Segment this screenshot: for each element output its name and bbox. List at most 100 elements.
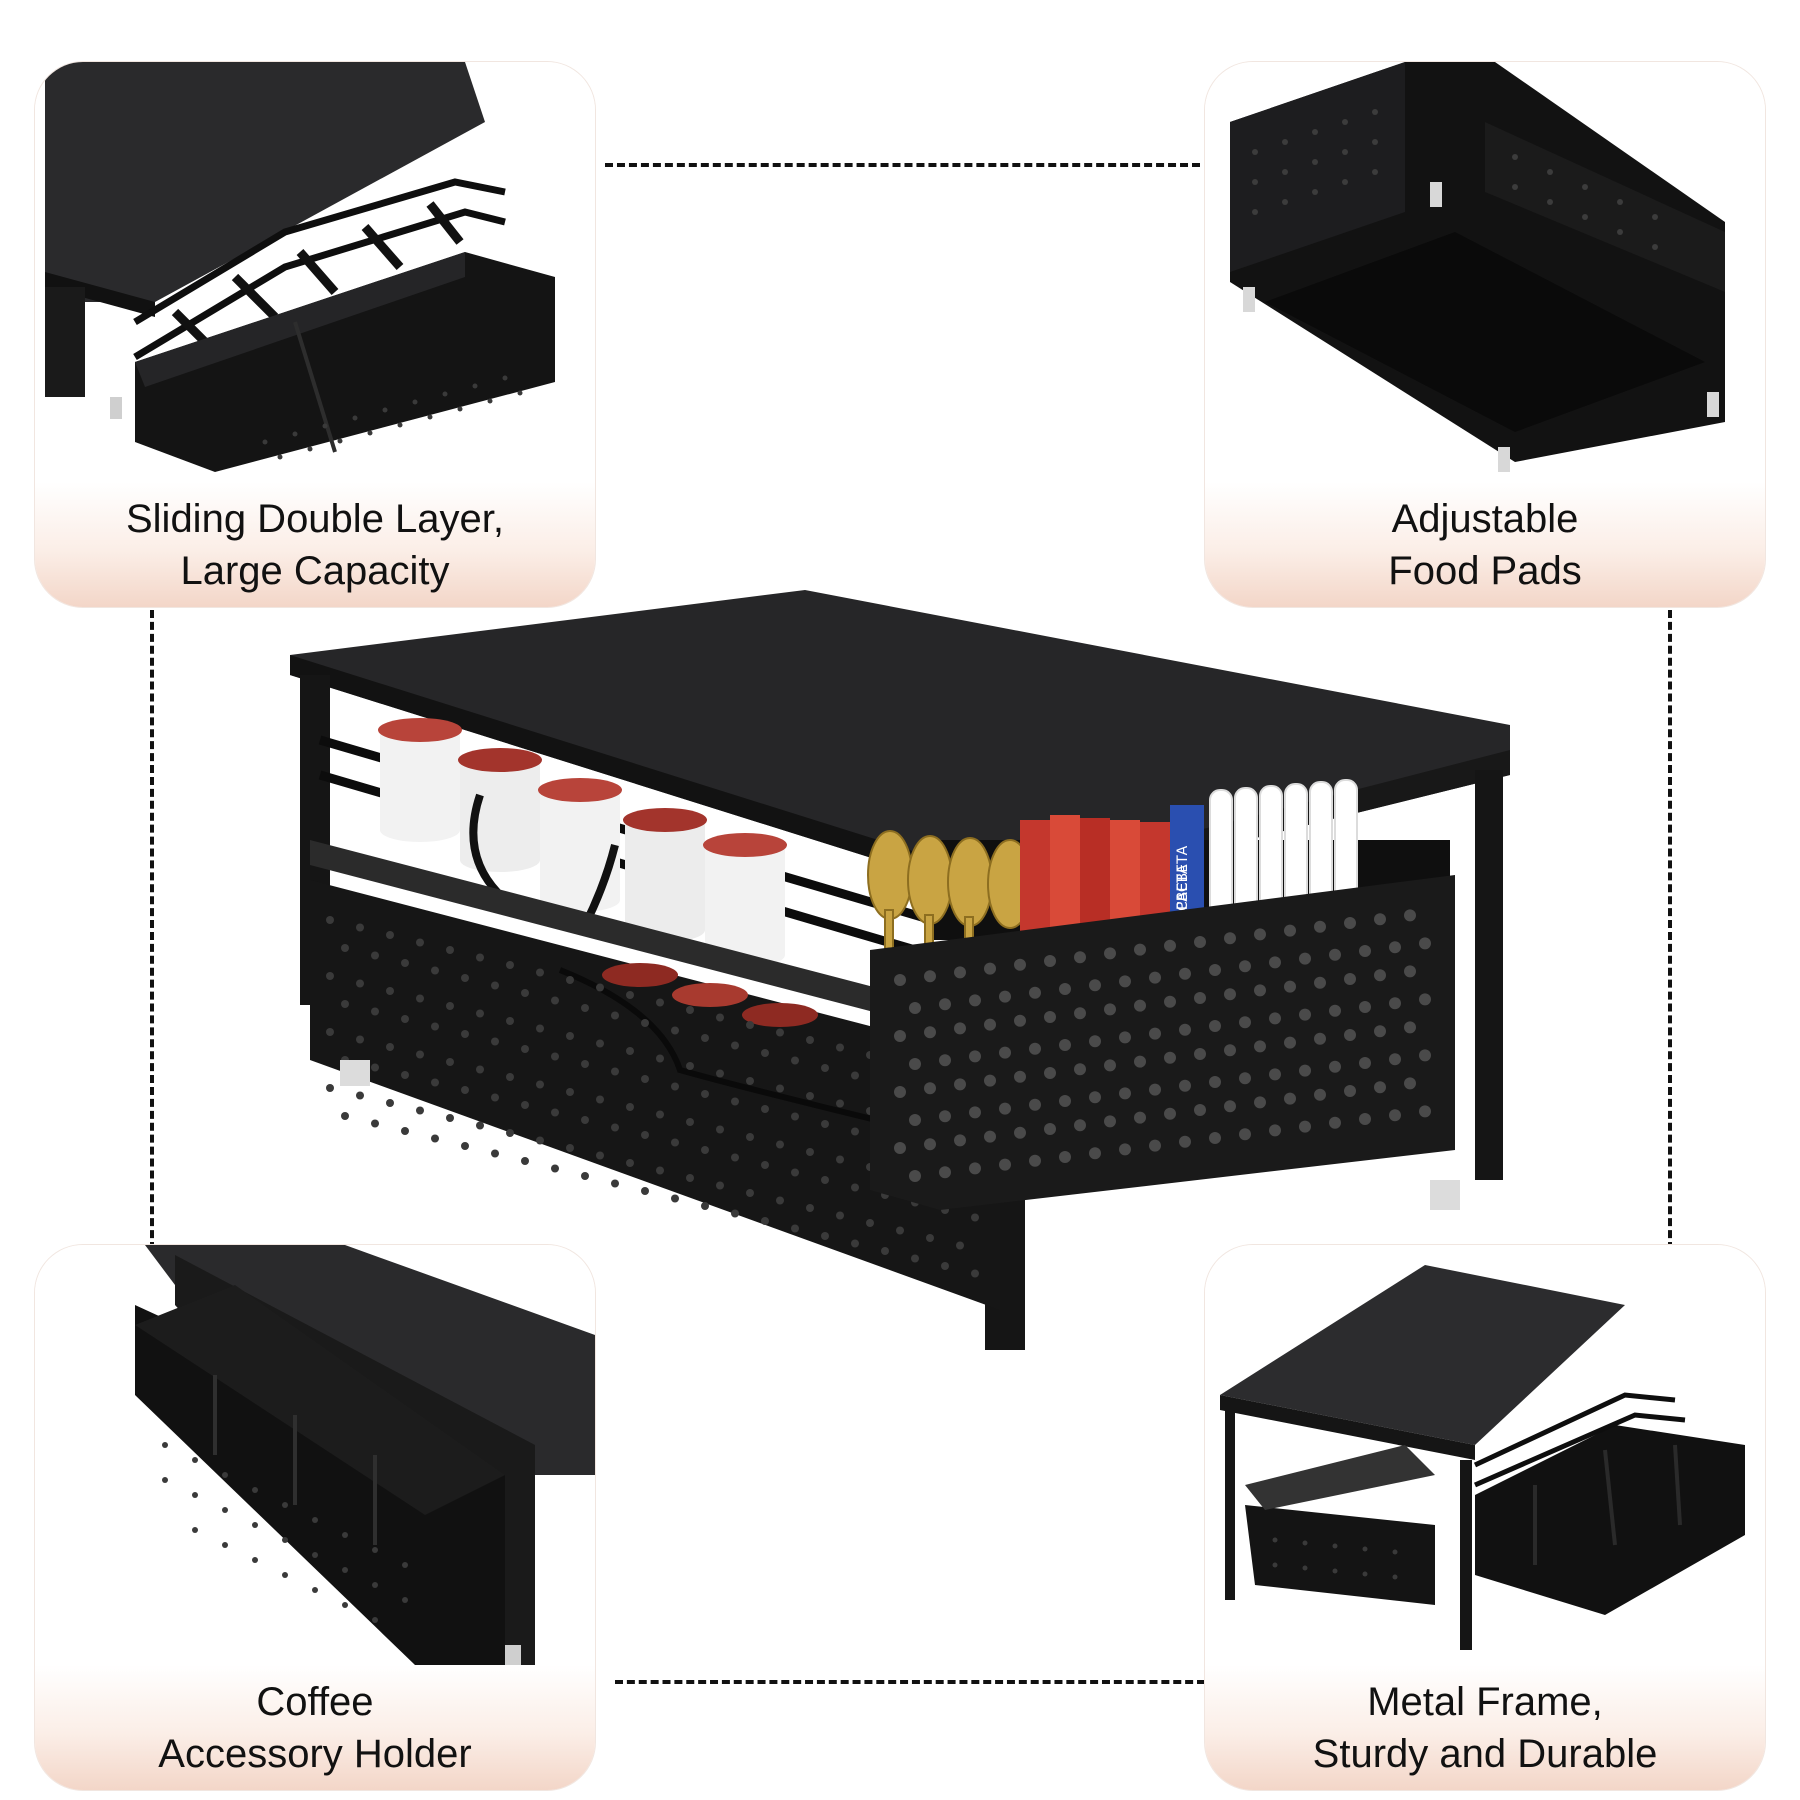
perforation-dot xyxy=(326,972,334,980)
perforation-dot xyxy=(701,1202,709,1210)
perforation-dot xyxy=(1314,920,1326,933)
perforation-dot xyxy=(1239,1072,1251,1085)
perforation-dot xyxy=(1074,1119,1086,1132)
perforation-dot xyxy=(566,976,574,984)
feature-card-adjustable-pads: Adjustable Food Pads xyxy=(1205,62,1765,607)
perforation-dot xyxy=(1284,1036,1296,1049)
perforation-dot xyxy=(686,1174,694,1182)
perforation-dot xyxy=(1089,1035,1101,1048)
perforation-dot xyxy=(1134,1055,1146,1068)
perforation-dot xyxy=(791,1056,799,1065)
perforation-dot xyxy=(581,1060,589,1068)
perforation-dot xyxy=(536,1136,544,1145)
perforation-dot xyxy=(1359,1113,1371,1125)
perforation-dot xyxy=(1254,984,1266,997)
perforation-dot xyxy=(686,1118,694,1126)
drawer-pods xyxy=(602,963,818,1027)
perforation-dot xyxy=(1299,1120,1311,1133)
perforation-dot xyxy=(1344,1029,1356,1041)
perforation-dot xyxy=(641,1075,649,1083)
perforation-dot xyxy=(581,1172,589,1180)
perforation-dot xyxy=(731,1041,739,1050)
perforation-dot xyxy=(924,970,936,983)
perforation-dot xyxy=(1299,1008,1311,1021)
perforation-dot xyxy=(416,938,424,947)
perforation-dot xyxy=(894,1086,906,1098)
perforation-dot xyxy=(416,994,424,1003)
perforation-dot xyxy=(581,1004,589,1012)
connector-top xyxy=(605,163,1200,167)
perforation-dot xyxy=(536,1024,544,1033)
perforation-dot xyxy=(551,1052,559,1061)
accessory-caddy: ОТ РАСВЕТА ДО РАСВЕТА xyxy=(867,779,1455,1210)
perforation-dot xyxy=(701,1146,709,1154)
perforation-dot xyxy=(581,1116,589,1124)
perforation-dot xyxy=(894,1142,906,1154)
perforation-dot xyxy=(999,990,1011,1003)
foot-left xyxy=(340,1060,370,1086)
perforation-dot xyxy=(984,1074,996,1087)
perforation-dot xyxy=(851,1071,859,1080)
perforation-dot xyxy=(326,916,334,924)
perforation-dot xyxy=(566,1144,574,1152)
perforation-dot xyxy=(1029,986,1041,999)
feature-label: Sliding Double Layer, Large Capacity xyxy=(35,482,595,607)
perforation-dot xyxy=(1254,1040,1266,1053)
perforation-dot xyxy=(851,1183,859,1192)
perforation-dot xyxy=(1179,1023,1191,1036)
perforation-dot xyxy=(1284,1092,1296,1105)
perforation-dot xyxy=(1059,1039,1071,1051)
perforation-dot xyxy=(1194,1048,1206,1060)
perforation-dot xyxy=(611,1179,619,1188)
perforation-dot xyxy=(971,1269,979,1278)
perforation-dot xyxy=(806,1148,814,1156)
feature-label-line-1: Sliding Double Layer, xyxy=(125,496,505,541)
perforation-dot xyxy=(416,1106,424,1115)
perforation-dot xyxy=(939,1166,951,1179)
perforation-dot xyxy=(596,1151,604,1160)
perforation-dot xyxy=(806,1036,814,1044)
perforation-dot xyxy=(371,1119,379,1128)
perforation-dot xyxy=(1029,1042,1041,1055)
perforation-dot xyxy=(446,1114,454,1122)
perforation-dot xyxy=(536,1080,544,1089)
coffee-pod-organizer-product: ОТ РАСВЕТА ДО РАСВЕТА xyxy=(290,590,1510,1350)
adjustable-pads-photo xyxy=(1205,62,1765,482)
perforation-dot xyxy=(1059,983,1071,995)
perforation-dot xyxy=(476,1009,484,1018)
perforation-dot xyxy=(791,1112,799,1121)
perforation-dot xyxy=(851,1127,859,1136)
perforation-dot xyxy=(1104,1059,1116,1072)
perforation-dot xyxy=(1074,1007,1086,1020)
perforation-dot xyxy=(806,1092,814,1100)
perforation-dot xyxy=(446,1002,454,1010)
perforation-dot xyxy=(1074,951,1086,964)
perforation-dot xyxy=(446,946,454,954)
perforation-dot xyxy=(1419,1049,1431,1062)
perforation-dot xyxy=(521,989,529,997)
perforation-dot xyxy=(1329,1060,1341,1073)
perforation-dot xyxy=(1044,1011,1056,1023)
perforation-dot xyxy=(536,968,544,977)
perforation-dot xyxy=(641,1019,649,1027)
perforation-dot xyxy=(821,1232,829,1240)
perforation-dot xyxy=(776,1028,784,1037)
perforation-dot xyxy=(626,991,634,999)
perforation-dot xyxy=(1149,1027,1161,1040)
perforation-dot xyxy=(416,1050,424,1059)
perforation-dot xyxy=(1269,1012,1281,1025)
perforation-dot xyxy=(1014,1014,1026,1027)
feature-label-line-2: Large Capacity xyxy=(180,548,450,593)
perforation-dot xyxy=(1224,1100,1236,1113)
perforation-dot xyxy=(401,1071,409,1079)
perforation-dot xyxy=(566,1088,574,1096)
perforation-dot xyxy=(1284,980,1296,993)
perforation-dot xyxy=(909,1002,921,1014)
perforation-dot xyxy=(731,1097,739,1106)
perforation-dot xyxy=(1194,936,1206,948)
perforation-dot xyxy=(939,1110,951,1123)
perforation-dot xyxy=(954,1134,966,1147)
perforation-dot xyxy=(386,1099,394,1107)
perforation-dot xyxy=(1134,999,1146,1012)
feature-label: Adjustable Food Pads xyxy=(1205,482,1765,607)
